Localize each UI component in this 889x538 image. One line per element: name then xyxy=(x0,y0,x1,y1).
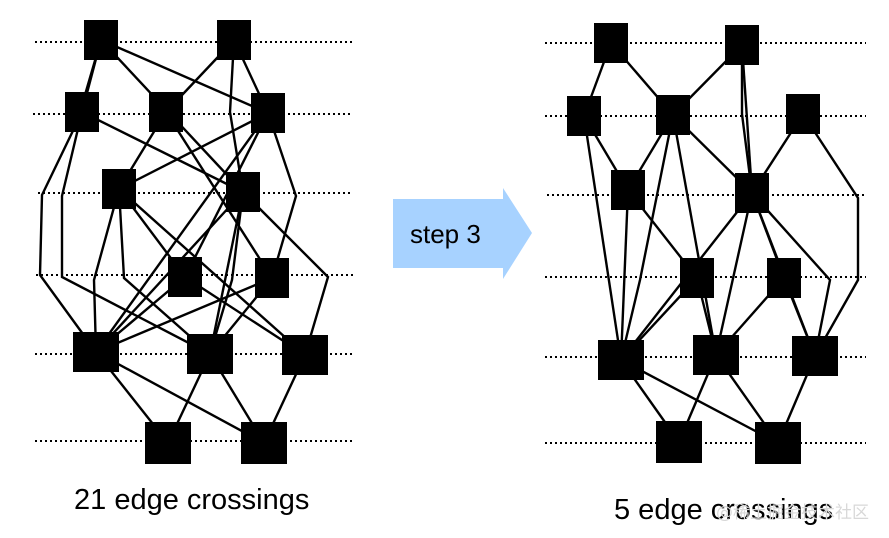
right-node xyxy=(755,422,801,464)
left-edge xyxy=(100,38,269,115)
left-edge xyxy=(95,350,265,445)
right-caption: 5 edge crossings xyxy=(614,494,834,526)
right-edge xyxy=(620,358,779,445)
left-graph-nodes xyxy=(65,20,328,464)
right-node xyxy=(656,95,690,135)
right-edge xyxy=(740,44,754,194)
right-node xyxy=(767,258,801,298)
left-node xyxy=(84,20,118,60)
right-edge xyxy=(619,189,630,361)
right-node xyxy=(735,173,769,213)
step-arrow xyxy=(393,188,532,279)
left-node xyxy=(241,422,287,464)
left-edge xyxy=(117,188,211,355)
left-node xyxy=(145,422,191,464)
left-edge xyxy=(38,111,97,353)
arrow-label: step 3 xyxy=(410,219,481,249)
left-node xyxy=(168,257,202,297)
right-node xyxy=(567,96,601,136)
left-node xyxy=(65,92,99,132)
left-node xyxy=(149,92,183,132)
left-node xyxy=(73,332,119,372)
right-edge xyxy=(801,113,860,357)
left-edge xyxy=(164,111,274,279)
right-node xyxy=(693,335,739,375)
left-node xyxy=(251,93,285,133)
left-edge xyxy=(92,188,121,353)
right-node xyxy=(725,25,759,65)
left-edge xyxy=(208,191,245,355)
right-edge xyxy=(619,114,675,361)
left-caption: 21 edge crossings xyxy=(74,484,310,516)
left-node xyxy=(217,20,251,60)
left-edge xyxy=(242,191,330,356)
left-edge xyxy=(95,276,273,354)
right-node xyxy=(792,336,838,376)
left-edge xyxy=(118,111,269,191)
right-edge xyxy=(671,114,718,356)
right-node xyxy=(611,170,645,210)
left-edge xyxy=(81,110,244,194)
left-node xyxy=(187,334,233,374)
left-node xyxy=(282,335,328,375)
left-edge xyxy=(60,111,211,356)
watermark: @稀土掘金技术社区 xyxy=(716,503,869,523)
left-edge xyxy=(228,39,245,193)
right-edge xyxy=(714,192,754,356)
left-node xyxy=(102,169,136,209)
left-node xyxy=(255,258,289,298)
left-edge xyxy=(208,191,245,355)
left-edge xyxy=(266,112,298,279)
right-edge xyxy=(740,45,754,194)
right-node xyxy=(594,23,628,63)
right-node xyxy=(786,94,820,134)
left-node xyxy=(226,172,260,212)
right-graph-nodes xyxy=(567,23,838,464)
left-edge xyxy=(118,188,306,356)
left-edge xyxy=(95,112,269,353)
right-node xyxy=(656,421,702,463)
right-node xyxy=(598,340,644,380)
right-edge xyxy=(751,192,832,357)
right-edge xyxy=(582,115,623,361)
right-node xyxy=(680,258,714,298)
